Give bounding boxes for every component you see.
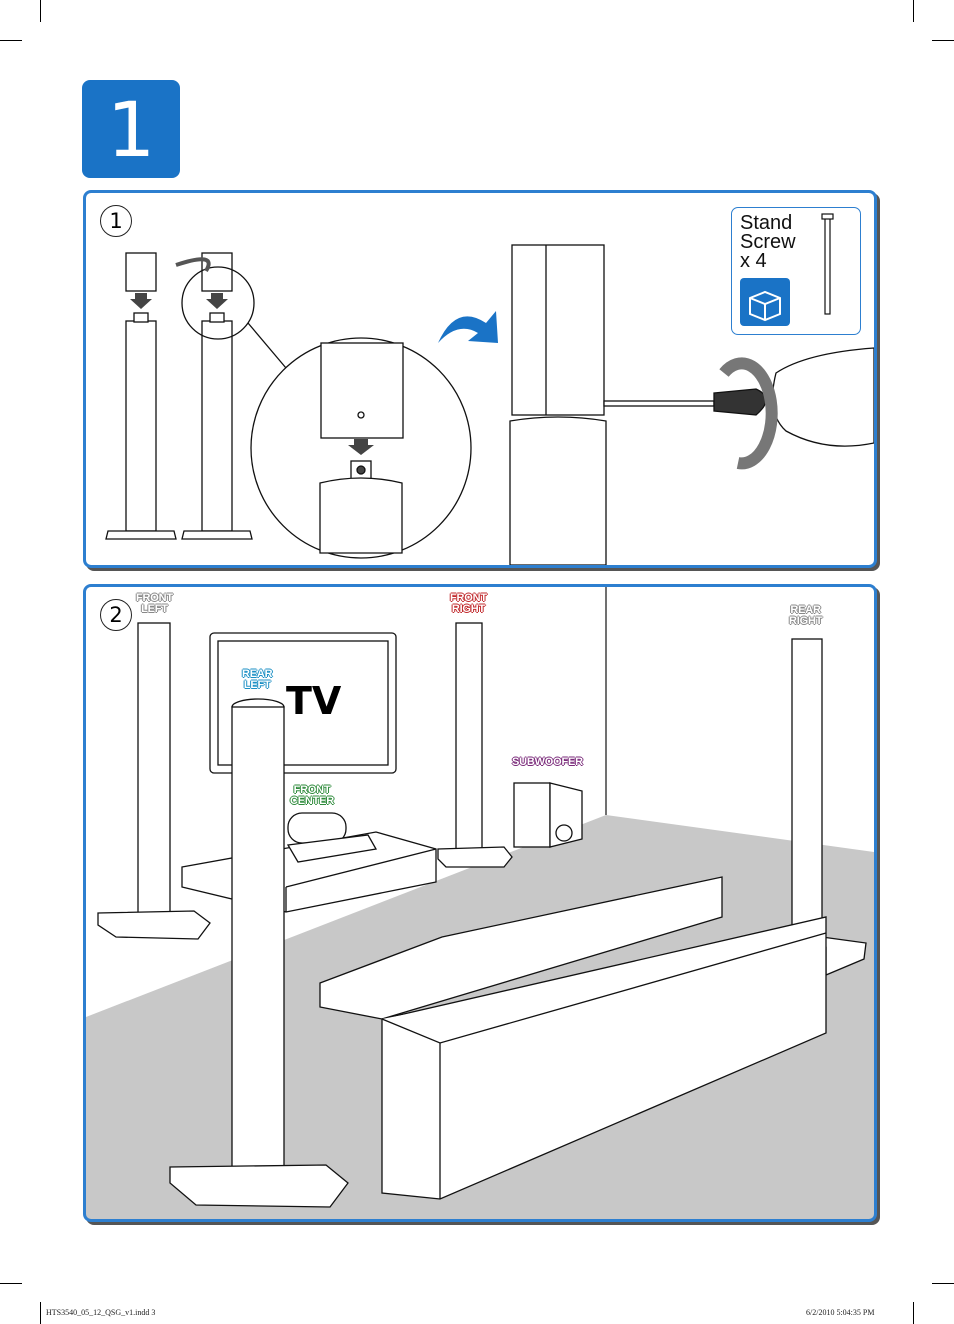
crop-mark: [932, 1283, 954, 1284]
subwoofer-body: [513, 782, 551, 848]
zoom-speaker-top: [320, 342, 404, 439]
kit-contents-box: Stand Screw x 4: [731, 207, 861, 335]
tv-label: TV: [286, 679, 342, 723]
hand: [772, 347, 874, 447]
footer-timestamp: 6/2/2010 5:04:35 PM: [806, 1308, 875, 1317]
label-front-left: FRONT LEFT: [136, 592, 173, 615]
zoom-stand-pole: [319, 477, 403, 554]
crop-mark: [0, 40, 22, 41]
rotate-arrow-icon: [175, 257, 211, 273]
dvd-player: [286, 834, 378, 863]
sofa-front: [381, 916, 827, 1200]
substep-number: 1: [100, 205, 132, 237]
right-wall: [606, 587, 874, 852]
speaker-stand-pole: [201, 320, 233, 532]
assembly-illustration: [105, 215, 874, 565]
stand-screw-icon: [824, 217, 831, 315]
zoom-circle-small: [181, 266, 255, 340]
speaker-closeup-top: [511, 244, 605, 416]
label-rear-right: REAR RIGHT: [789, 604, 823, 627]
crop-mark: [932, 40, 954, 41]
label-subwoofer: SUBWOOFER: [512, 756, 583, 768]
substep-number: 2: [100, 599, 132, 631]
room-illustration: [86, 587, 874, 1208]
panel-room-layout: 2: [83, 584, 877, 1222]
curved-arrow-icon: [438, 311, 498, 343]
crop-mark: [40, 1302, 41, 1324]
step-number-badge: 1: [82, 80, 180, 178]
down-arrow-icon: [206, 293, 228, 309]
panel-assembly: 1: [83, 190, 877, 568]
speaker-stand-base: [105, 530, 177, 540]
speaker-stand-pole: [125, 320, 157, 532]
crop-mark: [913, 0, 914, 22]
screwdriver-handle: [713, 388, 767, 416]
speaker-stand-base: [181, 530, 253, 540]
label-front-right: FRONT RIGHT: [450, 592, 487, 615]
front-left-speaker: [137, 622, 171, 924]
crop-mark: [40, 0, 41, 22]
rear-right-base: [820, 936, 867, 976]
package-box-icon: [740, 278, 790, 326]
kit-contents-text: Stand Screw x 4: [740, 212, 796, 272]
footer-file: HTS3540_05_12_QSG_v1.indd 3: [46, 1308, 156, 1317]
rotate-clockwise-icon: [719, 357, 778, 470]
down-arrow-icon: [348, 439, 374, 455]
sofa-back: [319, 876, 723, 1020]
front-left-base: [97, 910, 211, 940]
speaker-closeup-pole: [509, 416, 607, 565]
rear-left-speaker: [231, 706, 285, 1178]
down-arrow-icon: [130, 293, 152, 309]
rear-right-speaker: [791, 638, 823, 950]
front-right-speaker: [455, 622, 483, 856]
speaker-top-unit: [125, 252, 157, 292]
label-front-center: FRONT CENTER: [290, 784, 335, 807]
front-right-base: [437, 846, 513, 868]
rear-left-base: [169, 1164, 349, 1208]
label-rear-left: REAR LEFT: [242, 668, 273, 691]
screwdriver-shaft: [603, 400, 715, 407]
crop-mark: [913, 1302, 914, 1324]
crop-mark: [0, 1283, 22, 1284]
